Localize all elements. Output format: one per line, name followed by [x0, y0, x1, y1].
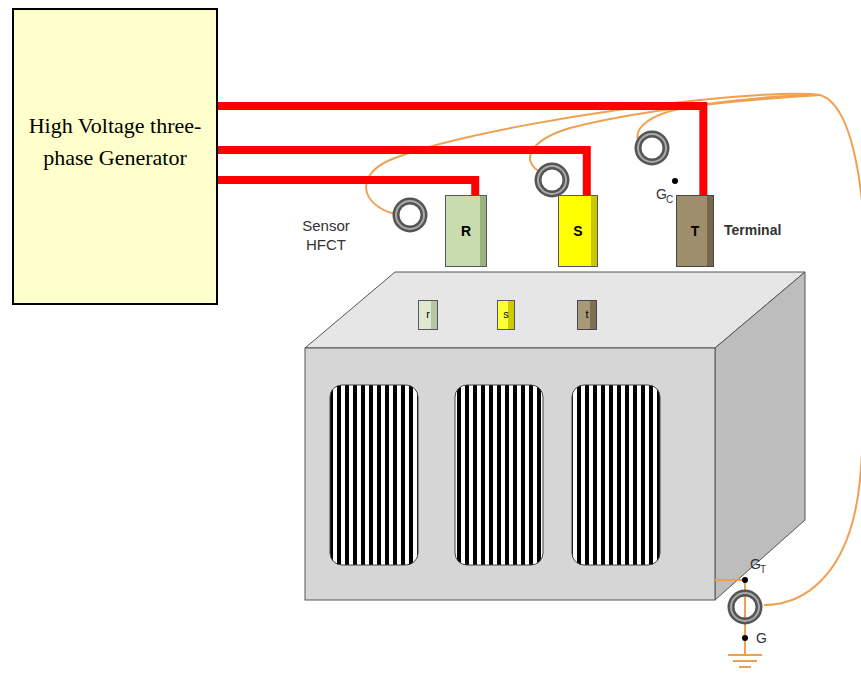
hv-wire [218, 106, 703, 195]
tank-side [715, 272, 805, 600]
node-text: t [585, 307, 588, 323]
hfct-sensor [731, 593, 759, 621]
point-subscript: C [666, 194, 673, 207]
node-text: r [426, 307, 430, 323]
node-text: R [461, 221, 471, 241]
generator-box: High Voltage three-phase Generator [12, 8, 218, 305]
point-label: G [656, 186, 667, 204]
node-text: s [503, 307, 509, 323]
cooling-fins [572, 385, 660, 565]
terminal-t: T [676, 195, 714, 267]
terminal-label: Terminal [724, 222, 781, 240]
sensor-label: Sensor HFCT [290, 217, 362, 255]
terminal-low-r: r [418, 300, 438, 330]
terminal-s: S [558, 195, 598, 267]
point-subscript: T [760, 564, 766, 577]
point-label: G [756, 630, 767, 648]
terminal-low-s: s [497, 300, 515, 330]
hfct-sensor-highlight [731, 593, 759, 621]
point-label: G [750, 556, 761, 574]
ground-lead [715, 580, 762, 667]
gt-point [742, 577, 748, 583]
terminal-low-t: t [577, 300, 597, 330]
sensor-leads [366, 94, 861, 605]
cooling-fins [455, 385, 543, 565]
tank-front [305, 348, 715, 600]
node-text: T [691, 221, 700, 241]
hv-wire [218, 180, 475, 195]
g-point [742, 635, 748, 641]
cooling-fins [330, 385, 418, 565]
gc-point [672, 178, 678, 184]
node-text: S [573, 221, 582, 241]
hv-wire [218, 150, 587, 195]
terminal-r: R [445, 195, 487, 267]
node-text: High Voltage three-phase Generator [26, 110, 204, 174]
